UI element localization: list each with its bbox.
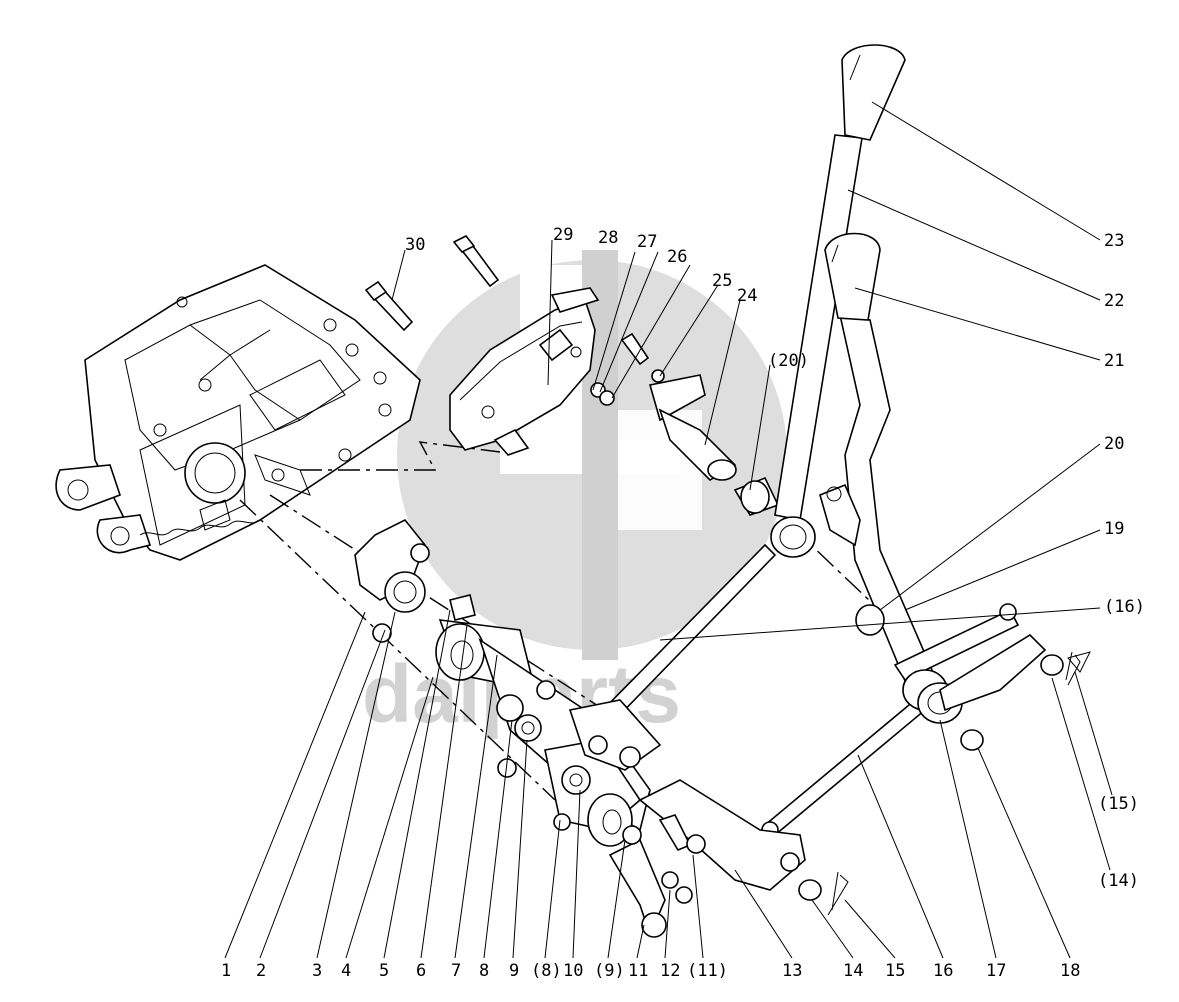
callout-20: 20 [1104,434,1124,454]
callout-4: 4 [341,961,351,981]
bolts-30 [364,234,500,332]
callout-11: 11 [628,961,648,981]
callout-12: 12 [660,961,680,981]
lower-linkage-assembly [354,518,806,938]
callout-8-ref: (8) [531,961,562,981]
callout-16: 16 [933,961,953,981]
callout-15: 15 [885,961,905,981]
callout-28: 28 [598,228,618,248]
callout-14-ref: (14) [1098,871,1139,891]
callout-29: 29 [553,225,573,245]
callout-18: 18 [1060,961,1080,981]
callout-19: 19 [1104,519,1124,539]
hand-lever-19-21 [824,232,947,706]
callout-3: 3 [312,961,322,981]
callout-23: 23 [1104,231,1124,251]
callout-17: 17 [986,961,1006,981]
callout-27: 27 [637,232,657,252]
callout-2: 2 [256,961,266,981]
callout-15-ref: (15) [1098,794,1139,814]
callout-9-ref: (9) [594,961,625,981]
callout-30: 30 [405,235,425,255]
quadrant-fasteners [590,332,665,406]
callout-20-ref: (20) [768,351,809,371]
leader-lines [224,101,1113,959]
callout-6: 6 [416,961,426,981]
callout-16-ref: (16) [1104,597,1145,617]
callout-labels: 1 2 3 4 5 6 7 8 9 (8) 10 (9) 11 12 (11) … [221,225,1145,981]
callout-5: 5 [379,961,389,981]
callout-24: 24 [737,286,757,306]
callout-7: 7 [451,961,461,981]
callout-13: 13 [782,961,802,981]
callout-25: 25 [712,271,732,291]
callout-11-ref: (11) [687,961,728,981]
control-rods-16 [596,543,1020,839]
callout-1: 1 [221,961,231,981]
callout-9: 9 [509,961,519,981]
callout-10: 10 [563,961,583,981]
callout-22: 22 [1104,291,1124,311]
callout-26: 26 [667,247,687,267]
callout-14: 14 [843,961,863,981]
lift-housing [55,264,421,561]
control-quadrant-29 [449,287,600,456]
callout-8: 8 [479,961,489,981]
washers-cotter-pins [798,651,1081,916]
callout-21: 21 [1104,351,1124,371]
